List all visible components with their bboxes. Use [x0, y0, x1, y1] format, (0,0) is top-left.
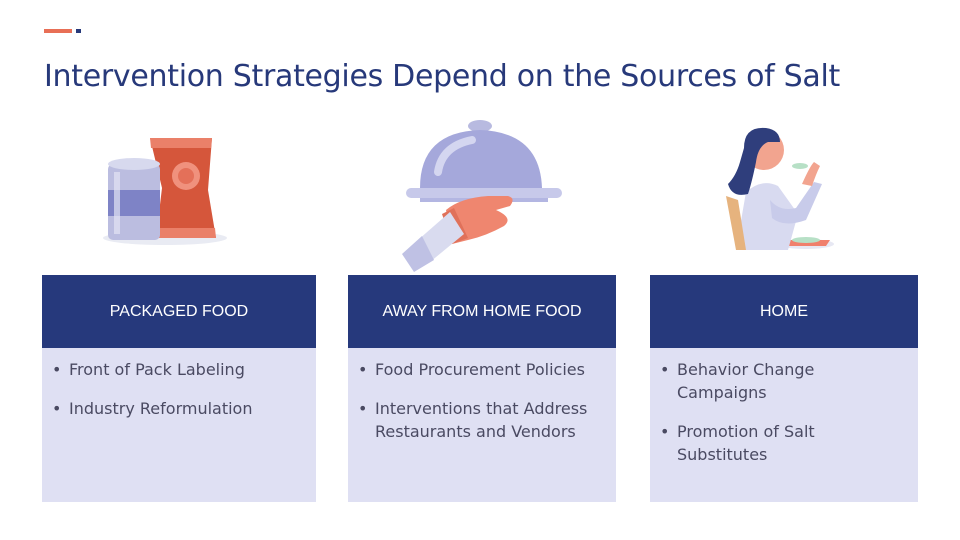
list-item-text: Interventions that Address Restaurants a…: [375, 399, 588, 441]
list-item: • Food Procurement Policies: [358, 358, 606, 381]
home-card: HOME • Behavior Change Campaigns • Promo…: [650, 275, 918, 502]
list-item: • Promotion of Salt Substitutes: [660, 420, 908, 466]
list-item-text: Front of Pack Labeling: [69, 360, 245, 379]
woman-eating-icon: [718, 122, 843, 254]
packaged-food-card: PACKAGED FOOD • Front of Pack Labeling •…: [42, 275, 316, 502]
bullet-icon: •: [660, 422, 670, 441]
bullet-icon: •: [358, 399, 368, 418]
packaged-food-icon: [100, 130, 235, 250]
list-item: • Behavior Change Campaigns: [660, 358, 908, 404]
away-from-home-food-card: AWAY FROM HOME FOOD • Food Procurement P…: [348, 275, 616, 502]
list-item: • Industry Reformulation: [52, 397, 306, 420]
bullet-icon: •: [660, 360, 670, 379]
bullet-icon: •: [52, 399, 62, 418]
title-accent-dot: [76, 29, 81, 33]
bullet-icon: •: [358, 360, 368, 379]
list-item: • Front of Pack Labeling: [52, 358, 306, 381]
serving-tray-icon: [398, 112, 570, 272]
list-item-text: Behavior Change Campaigns: [677, 360, 815, 402]
page-title: Intervention Strategies Depend on the So…: [44, 59, 840, 95]
bullet-icon: •: [52, 360, 62, 379]
list-item-text: Food Procurement Policies: [375, 360, 585, 379]
list-item-text: Industry Reformulation: [69, 399, 253, 418]
card-heading: HOME: [650, 275, 918, 348]
title-accent-bar: [44, 29, 72, 33]
list-item-text: Promotion of Salt Substitutes: [677, 422, 815, 464]
card-heading: AWAY FROM HOME FOOD: [348, 275, 616, 348]
list-item: • Interventions that Address Restaurants…: [358, 397, 606, 443]
card-heading: PACKAGED FOOD: [42, 275, 316, 348]
